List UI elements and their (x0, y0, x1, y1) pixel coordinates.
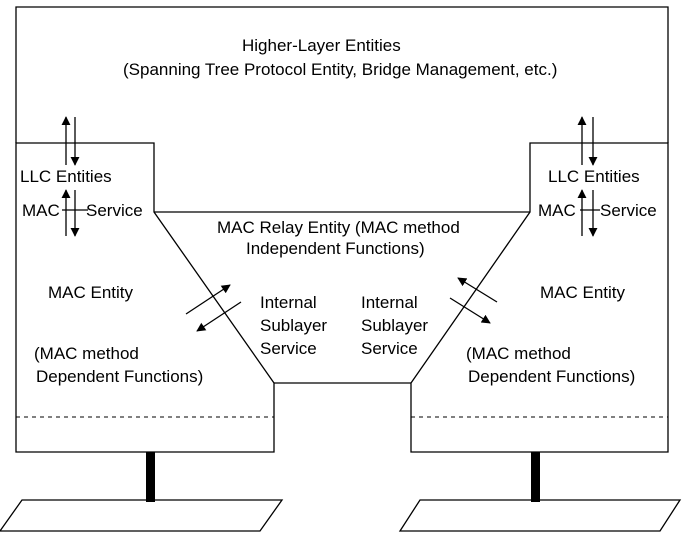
right-stand-post (531, 452, 540, 502)
internal-right-line2: Sublayer (361, 316, 428, 335)
relay-label-line1: MAC Relay Entity (MAC method (217, 218, 460, 237)
left-internal-arrow-down (196, 301, 242, 332)
left-mac-entity: MAC Entity (48, 283, 134, 302)
right-mac-method-line1: (MAC method (466, 344, 571, 363)
higher-layer-box (15, 6, 669, 143)
higher-layer-subtitle: (Spanning Tree Protocol Entity, Bridge M… (123, 60, 557, 79)
left-mac-method-line1: (MAC method (34, 344, 139, 363)
right-lan-segment (398, 499, 682, 532)
left-service-label: Service (86, 201, 143, 220)
internal-left-line3: Service (260, 339, 317, 358)
internal-left-line1: Internal (260, 293, 317, 312)
right-mac-method-line2: Dependent Functions) (468, 367, 635, 386)
left-mac-method-line2: Dependent Functions) (36, 367, 203, 386)
internal-right-line1: Internal (361, 293, 418, 312)
left-stand-post (146, 452, 155, 502)
right-internal-arrow-up (457, 277, 498, 303)
left-lan-segment (0, 499, 284, 532)
left-internal-arrow-up (185, 284, 231, 315)
internal-right-line3: Service (361, 339, 418, 358)
higher-layer-title: Higher-Layer Entities (242, 36, 401, 55)
left-llc-label: LLC Entities (20, 167, 112, 186)
right-service-label: Service (600, 201, 657, 220)
relay-label-line2: Independent Functions) (246, 239, 425, 258)
left-mac-label: MAC (22, 201, 60, 220)
right-mac-label: MAC (538, 201, 576, 220)
right-llc-label: LLC Entities (548, 167, 640, 186)
right-internal-arrow-down (449, 297, 491, 324)
internal-left-line2: Sublayer (260, 316, 327, 335)
right-mac-entity: MAC Entity (540, 283, 626, 302)
